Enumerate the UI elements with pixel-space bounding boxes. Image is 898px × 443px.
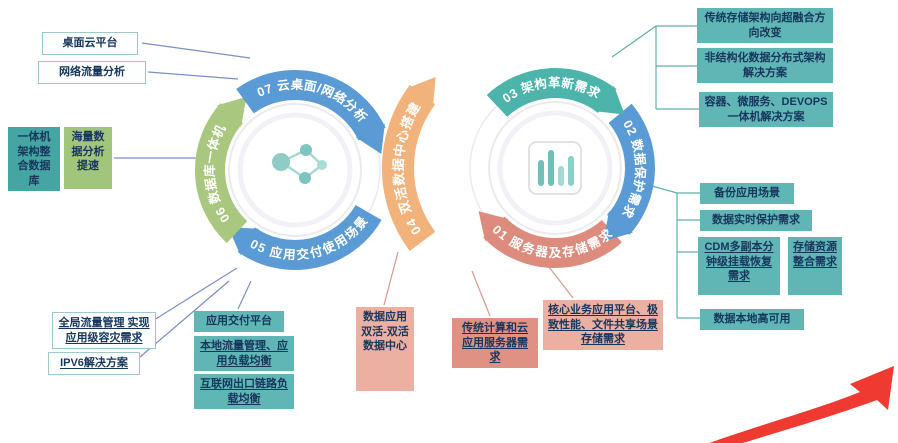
left-hub-inner-ring: [237, 112, 353, 228]
label-box-cdm-recovery: CDM多副本分钟级挂载恢复需求: [698, 237, 780, 295]
label-box-local-traffic: 本地流量管理、应用负载均衡: [194, 336, 294, 372]
label-box-global-traffic: 全局流量管理 实现应用级容灾需求: [52, 312, 156, 350]
red-swoosh-decoration: [709, 366, 894, 443]
right-hub: [488, 101, 622, 235]
arc-seg04: [381, 77, 436, 252]
arc-seg06: [195, 96, 248, 244]
label-box-desktop-cloud: 桌面云平台: [42, 32, 138, 55]
connector-lines-bottom: [383, 251, 574, 317]
label-box-traditional-compute: 传统计算和云应用服务器需求: [452, 318, 538, 368]
left-hub: [228, 103, 362, 237]
arc-seg07: [236, 69, 386, 155]
label-box-internet-link: 互联网出口链路负载均衡: [194, 374, 294, 410]
bar-chart-icon: [528, 141, 582, 195]
label-box-core-business: 核心业务应用平台、极致性能、文件共享场景存储需求: [543, 300, 663, 350]
label-box-realtime-protection: 数据实时保护需求: [700, 210, 812, 231]
connector-line: [237, 280, 252, 310]
connector-lines-right: [611, 25, 700, 319]
label-box-container-devops: 容器、微服务、DEVOPS一体机解决方案: [699, 92, 833, 128]
label-box-storage-hyperconverge: 传统存储架构向超融合方向改变: [697, 8, 833, 44]
label-box-backup-scenario: 备份应用场景: [700, 183, 794, 204]
arc-seg01: [478, 211, 622, 269]
label-box-ipv6: IPV6解决方案: [48, 352, 140, 375]
label-box-local-ha: 数据本地高可用: [700, 309, 804, 330]
arc-seg02: [603, 103, 655, 242]
label-box-storage-consolidation: 存储资源整合需求: [788, 237, 842, 295]
label-box-dual-active-dc: 数据应用双活-双活数据中心: [356, 307, 414, 391]
connector-line: [471, 270, 491, 317]
label-box-mass-data: 海量数据分析提速: [64, 127, 112, 189]
label-box-aio-architecture: 一体机架构整合数据库: [8, 127, 60, 192]
label-box-unstructured: 非结构化数据分布式架构解决方案: [697, 48, 833, 84]
connector-line: [383, 251, 399, 306]
connector-line: [147, 71, 239, 80]
connector-line: [548, 266, 574, 299]
connector-line: [153, 267, 238, 321]
label-box-network-traffic: 网络流量分析: [38, 61, 146, 84]
connector-line: [611, 25, 697, 58]
arc-seg05: [228, 204, 382, 270]
label-box-app-delivery: 应用交付平台: [194, 311, 284, 332]
molecule-icon: [272, 144, 327, 184]
connector-line: [141, 42, 251, 59]
right-hub-inner-ring: [497, 110, 613, 226]
arc-seg03: [486, 68, 625, 118]
